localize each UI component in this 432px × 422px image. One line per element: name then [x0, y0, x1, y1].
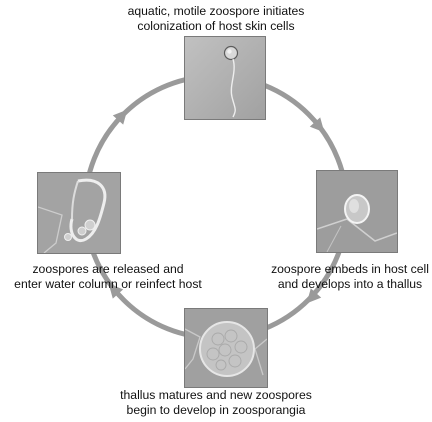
zoospore-release-micrograph — [37, 172, 121, 254]
arrow-bottom-right — [306, 288, 322, 304]
arrow-bottom-left — [108, 283, 124, 299]
embedded-zoospore-micrograph — [316, 170, 398, 253]
zoospore-micrograph — [184, 36, 266, 120]
caption-mature: thallus matures and new zoospores begin … — [120, 388, 312, 417]
caption-release: zoospores are released and enter water c… — [14, 262, 202, 291]
caption-embed: zoospore embeds in host cell and develop… — [271, 262, 429, 291]
caption-zoospore: aquatic, motile zoospore initiates colon… — [127, 4, 305, 33]
arrow-top-left — [112, 109, 128, 125]
mature-thallus-micrograph — [184, 308, 268, 388]
arrow-top-right — [309, 117, 325, 133]
